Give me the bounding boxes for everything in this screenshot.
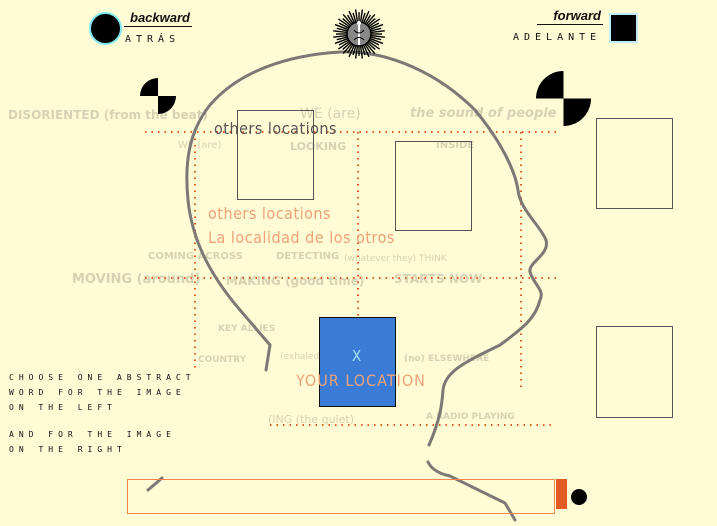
your-location-marker: X (352, 347, 362, 365)
dotted-grid (145, 131, 556, 426)
ghost-word: WE (are) (178, 140, 222, 151)
ghost-word: COUNTRY (198, 355, 247, 365)
ghost-word: the sound of people (410, 106, 557, 121)
dot-icon (571, 489, 587, 505)
backward-label[interactable]: backward (124, 10, 192, 27)
ghost-word: A RADIO PLAYING (426, 412, 515, 422)
ghost-word: (whatever they) THINK (344, 254, 447, 264)
others-location-box[interactable] (237, 110, 314, 200)
submit-button[interactable] (556, 479, 567, 509)
instruction-line: ON THE LEFT (9, 403, 117, 412)
forward-sublabel[interactable]: Adelante (513, 32, 602, 43)
backward-button[interactable] (89, 12, 122, 45)
image-slot-right-bottom[interactable] (596, 326, 673, 418)
your-location-box[interactable] (319, 317, 396, 407)
ghost-word: MAKING (good time) (226, 274, 365, 288)
others-location-box[interactable] (395, 141, 472, 231)
others-locations-title: others locations (214, 119, 338, 138)
instruction-line: WORD FOR THE IMAGE (9, 388, 186, 397)
instruction-line: ON THE RIGHT (9, 445, 127, 454)
ghost-word: MOVING (around) (72, 272, 201, 287)
backward-sublabel[interactable]: Atrás (125, 34, 181, 45)
instruction-line: AND FOR THE IMAGE (9, 430, 176, 439)
sun-logo-icon (333, 9, 385, 59)
others-locations-label-es: La localidad de los otros (208, 228, 395, 247)
ghost-word: LOOKING (290, 140, 347, 153)
ghost-word: KEY ALLIES (218, 324, 276, 334)
ghost-word: (exhaled) (280, 352, 323, 362)
ghost-word: DISORIENTED (from the beat) (8, 108, 208, 122)
ghost-word: INSIDE (436, 140, 475, 151)
ghost-word: DETECTING (276, 251, 340, 262)
others-locations-label-en: others locations (208, 204, 332, 223)
forward-button[interactable] (609, 13, 638, 43)
quadrant-large-icon (536, 71, 591, 126)
word-input[interactable] (127, 479, 555, 514)
head-outline (146, 50, 548, 522)
instructions: CHOOSE ONE ABSTRACT WORD FOR THE IMAGE O… (9, 370, 196, 457)
ghost-word: (ING (the quiet) (268, 413, 355, 426)
instruction-line: CHOOSE ONE ABSTRACT (9, 373, 196, 382)
forward-label[interactable]: forward (537, 8, 603, 25)
your-location-label: YOUR LOCATION (296, 371, 426, 390)
image-slot-right-top[interactable] (596, 118, 673, 209)
ghost-word: (no) ELSEWHERE (404, 354, 490, 364)
ghost-word: WE (are) (300, 106, 361, 122)
quadrant-small-icon (140, 78, 176, 114)
